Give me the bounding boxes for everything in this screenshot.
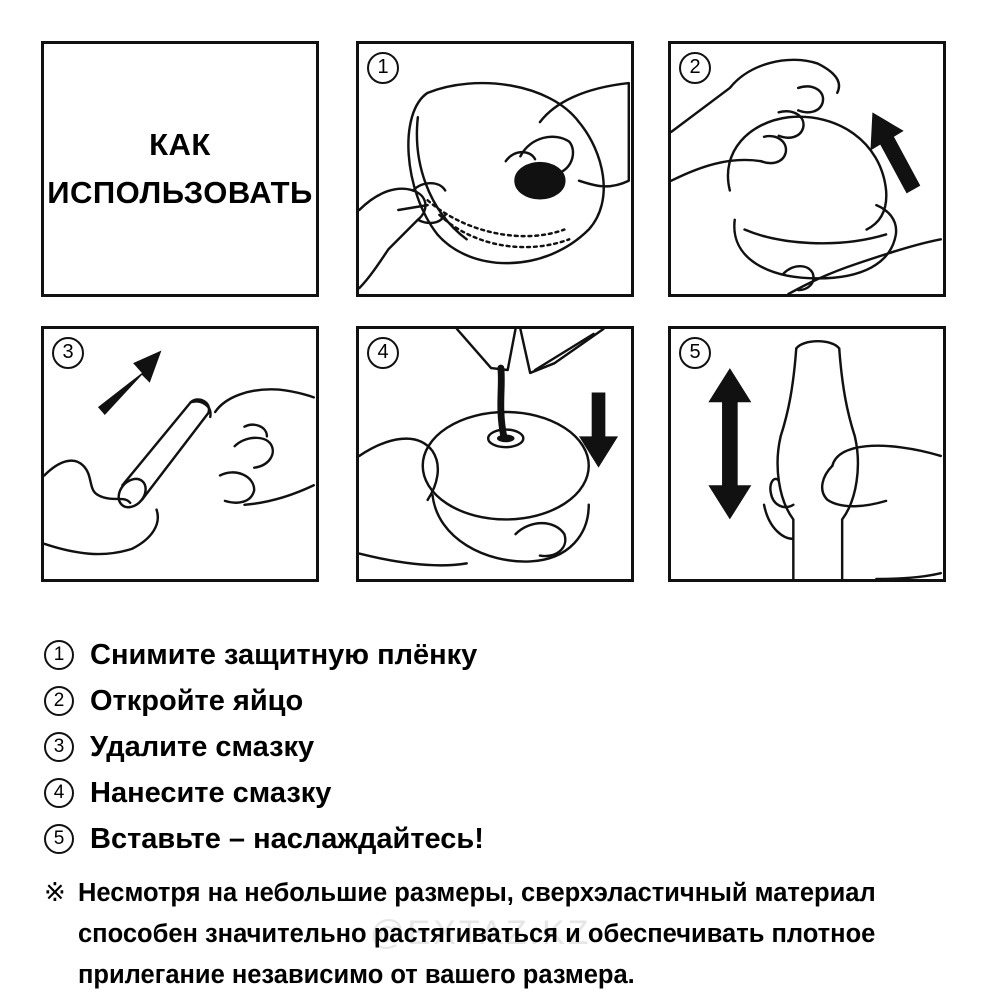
step-text: Снимите защитную плёнку <box>90 638 478 671</box>
watermark: @EXTAZ.KZ <box>370 914 592 952</box>
step-1-illustration: 1 <box>356 41 634 297</box>
lubricant-bottle-icon <box>455 329 605 375</box>
step-4-illustration: 4 <box>356 326 634 582</box>
list-item: 2 Откройте яйцо <box>44 678 964 724</box>
title-line-2: ИСПОЛЬЗОВАТЬ <box>47 175 313 210</box>
step-text: Нанесите смазку <box>90 776 332 809</box>
hand-icon <box>762 444 943 579</box>
list-item: 4 Нанесите смазку <box>44 770 964 816</box>
page-title: КАК ИСПОЛЬЗОВАТЬ <box>47 121 313 217</box>
list-item: 5 Вставьте – наслаждайтесь! <box>44 816 964 862</box>
left-hand-icon <box>359 181 447 290</box>
remove-lube-drawing <box>44 350 316 556</box>
tube-icon <box>117 398 212 509</box>
step-number: 3 <box>44 732 74 762</box>
hand-icon <box>671 58 841 182</box>
step-2-illustration: 2 <box>668 41 946 297</box>
step-3-number: 3 <box>52 337 84 369</box>
arrow-down-icon <box>578 392 619 468</box>
footnote-text-1: Несмотря на небольшие размеры, сверхэлас… <box>78 879 876 907</box>
footnote-line-1: ※ Несмотря на небольшие размеры, сверхэла… <box>44 872 974 914</box>
title-line-1: КАК <box>149 127 211 162</box>
arrow-up-down-icon <box>708 368 752 520</box>
step-text: Вставьте – наслаждайтесь! <box>90 822 484 855</box>
bottom-hand-icon <box>782 238 943 294</box>
step-number: 5 <box>44 824 74 854</box>
steps-list: 1 Снимите защитную плёнку 2 Откройте яйц… <box>44 632 964 862</box>
sleeve-icon <box>776 339 860 579</box>
arrow-up-right-icon <box>870 112 921 194</box>
open-egg-drawing <box>671 58 943 294</box>
peel-film-drawing <box>359 81 631 290</box>
list-item: 3 Удалите смазку <box>44 724 964 770</box>
title-panel: КАК ИСПОЛЬЗОВАТЬ <box>41 41 319 297</box>
step-2-number: 2 <box>679 52 711 84</box>
step-number: 1 <box>44 640 74 670</box>
step-1-number: 1 <box>367 52 399 84</box>
step-text: Откройте яйцо <box>90 684 304 717</box>
egg-icon <box>726 115 898 280</box>
list-item: 1 Снимите защитную плёнку <box>44 632 964 678</box>
step-number: 4 <box>44 778 74 808</box>
step-text: Удалите смазку <box>90 730 315 763</box>
hand-icon <box>359 437 567 567</box>
reference-mark-icon: ※ <box>44 877 66 907</box>
step-5-number: 5 <box>679 337 711 369</box>
step-5-illustration: 5 <box>668 326 946 582</box>
egg-icon <box>421 410 590 563</box>
arrow-up-right-icon <box>97 350 162 415</box>
step-4-number: 4 <box>367 337 399 369</box>
apply-lube-drawing <box>359 329 619 567</box>
step-number: 2 <box>44 686 74 716</box>
footnote: ※ Несмотря на небольшие размеры, сверхэла… <box>44 872 974 996</box>
footnote-line-3: прилегание независимо от вашего размера. <box>78 961 635 989</box>
egg-icon <box>407 81 605 265</box>
left-hand-icon <box>44 459 159 556</box>
hand-icon <box>213 388 316 507</box>
insert-drawing <box>708 339 943 579</box>
hand-icon <box>504 81 631 188</box>
footnote-line-2: способен значительно растягиваться и обе… <box>78 920 876 948</box>
step-3-illustration: 3 <box>41 326 319 582</box>
